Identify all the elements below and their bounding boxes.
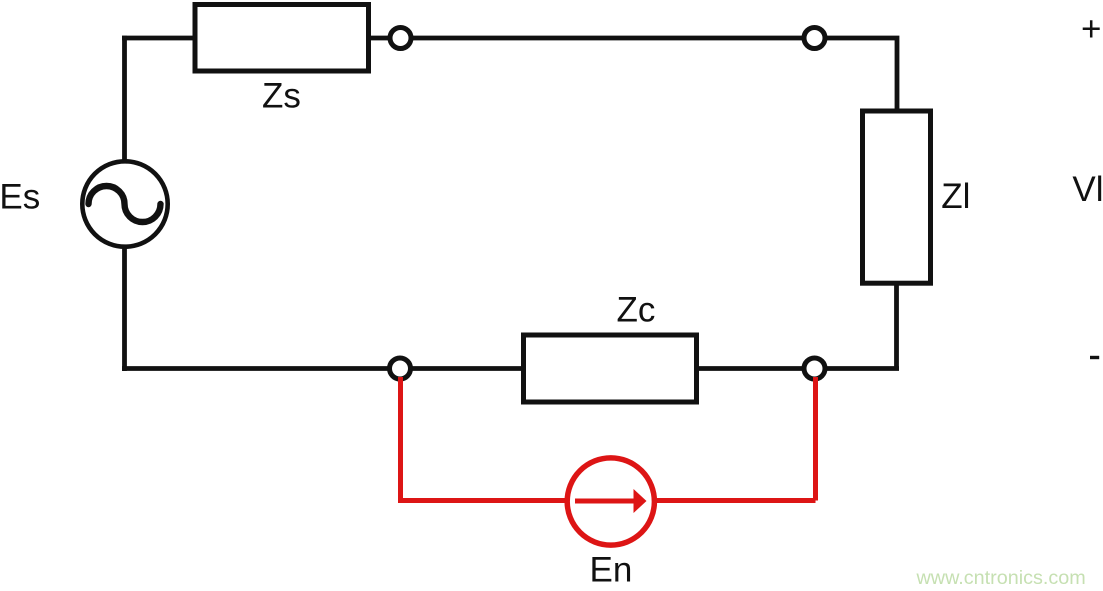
svg-text:En: En [590, 551, 633, 590]
svg-text:www.cntronics.com: www.cntronics.com [916, 567, 1086, 589]
svg-text:+: + [1081, 10, 1101, 49]
svg-text:Zl: Zl [941, 177, 970, 216]
svg-text:Es: Es [0, 178, 40, 217]
svg-text:Zc: Zc [617, 291, 656, 330]
svg-text:Zs: Zs [262, 77, 301, 116]
svg-text:Vl: Vl [1072, 170, 1103, 209]
